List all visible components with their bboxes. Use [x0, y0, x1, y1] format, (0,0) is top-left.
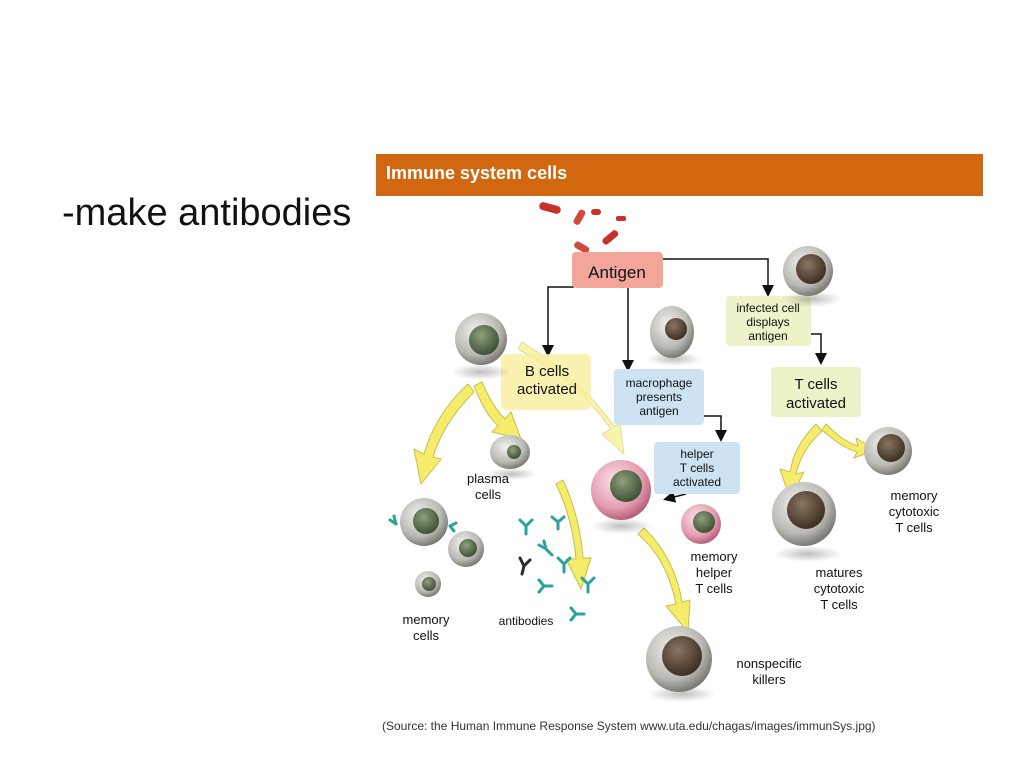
memory-cyto-label-3: T cells — [895, 520, 933, 535]
immune-system-figure: Antigen B cells activated macrophage pre… — [376, 154, 983, 744]
memory-cells-label-1: memory — [403, 612, 450, 627]
b-cells-box — [501, 354, 591, 410]
antigen-label: Antigen — [588, 263, 646, 282]
figure-source: (Source: the Human Immune Response Syste… — [382, 719, 876, 733]
immune-diagram: Antigen B cells activated macrophage pre… — [388, 202, 940, 702]
figure-header: Immune system cells — [376, 154, 983, 196]
nonspecific-label-2: killers — [752, 672, 786, 687]
matures-label-2: cytotoxic — [814, 581, 865, 596]
t-cells-label-1: T cells — [794, 376, 837, 393]
infected-label-3: antigen — [748, 329, 787, 343]
memory-cyto-label-2: cytotoxic — [889, 504, 940, 519]
memory-helper-label-1: memory — [691, 549, 738, 564]
macrophage-label-3: antigen — [639, 404, 678, 418]
t-cells-label-2: activated — [786, 395, 846, 412]
b-cells-label-2: activated — [517, 381, 577, 398]
macrophage-box — [614, 369, 704, 425]
memory-helper-label-2: helper — [696, 565, 733, 580]
helper-label-3: activated — [673, 475, 721, 489]
plasma-label-2: cells — [475, 487, 502, 502]
infected-cell-box — [726, 296, 811, 346]
antibodies-group — [388, 514, 596, 622]
t-cells-box — [771, 367, 861, 417]
matures-label-1: matures — [816, 565, 863, 580]
helper-label-2: T cells — [680, 461, 714, 475]
memory-cells-label-2: cells — [413, 628, 440, 643]
plasma-label-1: plasma — [467, 471, 510, 486]
helper-t-box — [654, 442, 740, 494]
antibodies-label: antibodies — [499, 614, 554, 628]
nonspecific-label-1: nonspecific — [736, 656, 802, 671]
helper-label-1: helper — [680, 447, 713, 461]
matures-label-3: T cells — [820, 597, 858, 612]
b-cells-label-1: B cells — [525, 363, 569, 380]
bacteria-group — [539, 202, 626, 254]
macrophage-label-2: presents — [636, 390, 682, 404]
antigen-box — [572, 252, 663, 288]
figure-title: Immune system cells — [386, 163, 568, 183]
infected-label-2: displays — [746, 315, 789, 329]
memory-helper-label-3: T cells — [695, 581, 733, 596]
cells-group — [400, 246, 912, 702]
infected-label-1: infected cell — [736, 301, 799, 315]
memory-cyto-label-1: memory — [891, 488, 938, 503]
macrophage-label-1: macrophage — [626, 376, 693, 390]
slide-bullet-text: -make antibodies — [62, 192, 352, 234]
